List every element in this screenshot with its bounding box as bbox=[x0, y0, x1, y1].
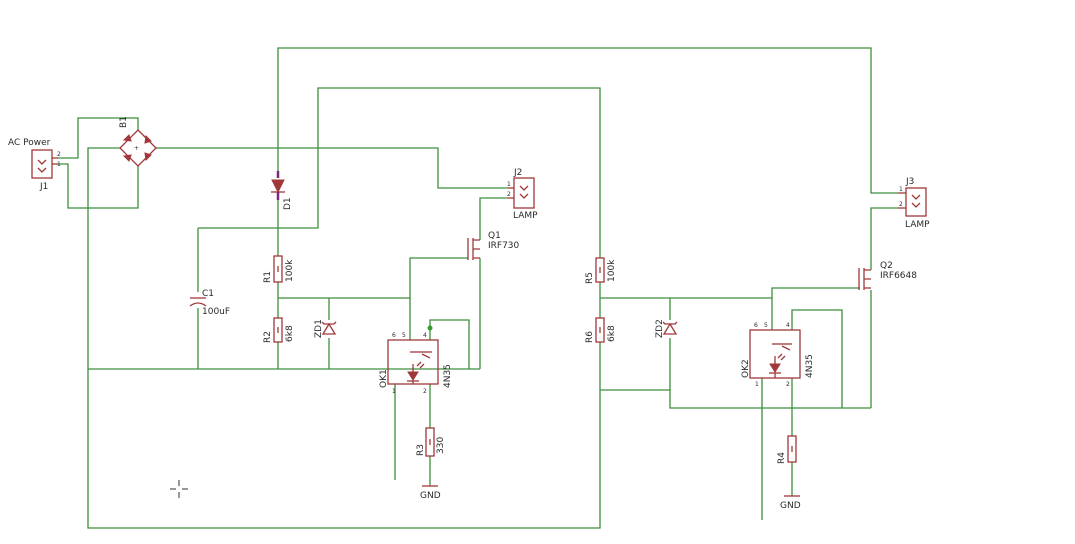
ground-gnd1: GND bbox=[420, 485, 441, 501]
ok1-value: 4N35 bbox=[443, 364, 453, 388]
r3-ref: R3 bbox=[416, 444, 426, 456]
j3-pin1-label: 1 bbox=[899, 186, 903, 193]
j2-pin1-label: 1 bbox=[507, 181, 511, 188]
wire-j1-pin1 bbox=[58, 163, 139, 209]
wire-q1-drain bbox=[479, 197, 508, 240]
ok2-value: 4N35 bbox=[805, 354, 815, 378]
r6-value: 6k8 bbox=[607, 325, 617, 342]
r2-value: 6k8 bbox=[285, 325, 295, 342]
resistor-r5[interactable]: R5 100k bbox=[585, 257, 617, 284]
q2-ref: Q2 bbox=[880, 261, 893, 271]
r1-ref: R1 bbox=[263, 271, 273, 283]
j2-value: LAMP bbox=[513, 211, 538, 221]
wire-q2-drain bbox=[870, 207, 898, 270]
connector-j2[interactable]: J2 LAMP 1 2 bbox=[507, 168, 538, 221]
r5-ref: R5 bbox=[585, 272, 595, 284]
wire-gate1-net bbox=[278, 257, 468, 299]
bridge-ref: B1 bbox=[119, 116, 129, 128]
c1-value: 100uF bbox=[202, 307, 230, 317]
ok1-ref: OK1 bbox=[379, 369, 389, 388]
zener-zd2[interactable]: ZD2 bbox=[655, 319, 678, 338]
j2-ref: J2 bbox=[513, 168, 522, 178]
junction-dot bbox=[427, 325, 433, 331]
optocoupler-ok2[interactable]: 6 5 4 1 2 OK2 4N35 bbox=[741, 322, 815, 388]
ok1-pin6: 6 bbox=[392, 332, 396, 339]
q2-value: IRF6648 bbox=[880, 271, 917, 281]
wire-top-net bbox=[277, 47, 898, 194]
j3-ref: J3 bbox=[905, 177, 914, 187]
ok1-pin1: 1 bbox=[392, 388, 396, 395]
connector-j1[interactable]: AC Power J1 2 1 bbox=[8, 138, 61, 192]
zd2-ref: ZD2 bbox=[655, 319, 665, 338]
ok2-pin6: 6 bbox=[754, 322, 758, 329]
optocoupler-ok1[interactable]: 6 5 4 1 2 OK1 4N35 bbox=[379, 332, 453, 395]
j2-pin2-label: 2 bbox=[507, 191, 511, 198]
wires bbox=[58, 47, 898, 529]
j3-value: LAMP bbox=[905, 220, 930, 230]
ok2-pin5: 5 bbox=[764, 322, 768, 329]
j1-ref: J1 bbox=[39, 182, 48, 192]
resistor-r6[interactable]: R6 6k8 bbox=[585, 317, 617, 343]
r4-ref: R4 bbox=[777, 452, 787, 464]
j3-pin2-label: 2 bbox=[899, 201, 903, 208]
ok2-pin2: 2 bbox=[786, 381, 790, 388]
resistor-r1[interactable]: R1 100k bbox=[263, 255, 295, 283]
wire-supply-net bbox=[198, 87, 601, 258]
ok1-pin2: 2 bbox=[423, 388, 427, 395]
q1-value: IRF730 bbox=[488, 241, 520, 251]
ok2-pin1: 1 bbox=[755, 381, 759, 388]
mosfet-q1[interactable]: Q1 IRF730 bbox=[467, 231, 520, 260]
mosfet-q2[interactable]: Q2 IRF6648 bbox=[858, 261, 917, 290]
zd1-ref: ZD1 bbox=[314, 319, 324, 338]
gnd2-label: GND bbox=[780, 501, 801, 511]
wire-bridge-minus bbox=[87, 147, 601, 529]
j1-title: AC Power bbox=[8, 138, 51, 148]
ground-gnd2: GND bbox=[780, 495, 801, 511]
wire-j1-pin2 bbox=[58, 117, 139, 159]
wire-zd2-bottom bbox=[669, 338, 871, 409]
r2-ref: R2 bbox=[263, 331, 273, 343]
resistor-r3[interactable]: R3 330 bbox=[416, 427, 446, 457]
q1-ref: Q1 bbox=[488, 231, 501, 241]
wire-bridge-plus bbox=[156, 147, 508, 189]
r6-ref: R6 bbox=[585, 331, 595, 343]
ok2-pin4: 4 bbox=[786, 322, 790, 329]
r1-value: 100k bbox=[285, 259, 295, 282]
bridge-rectifier-b1[interactable]: + B1 bbox=[119, 116, 157, 167]
connector-j3[interactable]: J3 LAMP 1 2 bbox=[898, 177, 930, 230]
ok1-pin4: 4 bbox=[423, 332, 427, 339]
r3-value: 330 bbox=[436, 437, 446, 454]
resistor-r2[interactable]: R2 6k8 bbox=[263, 317, 295, 343]
gnd1-label: GND bbox=[420, 491, 441, 501]
crosshair-cursor-icon bbox=[170, 480, 188, 498]
c1-ref: C1 bbox=[202, 289, 214, 299]
j1-pin1-label: 1 bbox=[57, 161, 61, 168]
ok1-pin5: 5 bbox=[402, 332, 406, 339]
bridge-pin-mark: + bbox=[134, 145, 139, 152]
j1-pin2-label: 2 bbox=[57, 151, 61, 158]
ok2-ref: OK2 bbox=[741, 359, 751, 378]
r5-value: 100k bbox=[607, 259, 617, 282]
capacitor-c1[interactable]: C1 100uF bbox=[189, 289, 230, 317]
d1-ref: D1 bbox=[283, 197, 293, 210]
wire-gate2-net bbox=[600, 287, 860, 299]
wire-ok1-pin4 bbox=[429, 319, 470, 369]
wire-ok2-pin4 bbox=[791, 309, 843, 408]
zener-zd1[interactable]: ZD1 bbox=[314, 319, 337, 338]
diode-d1[interactable]: D1 bbox=[271, 171, 293, 210]
resistor-r4[interactable]: R4 bbox=[777, 435, 797, 464]
